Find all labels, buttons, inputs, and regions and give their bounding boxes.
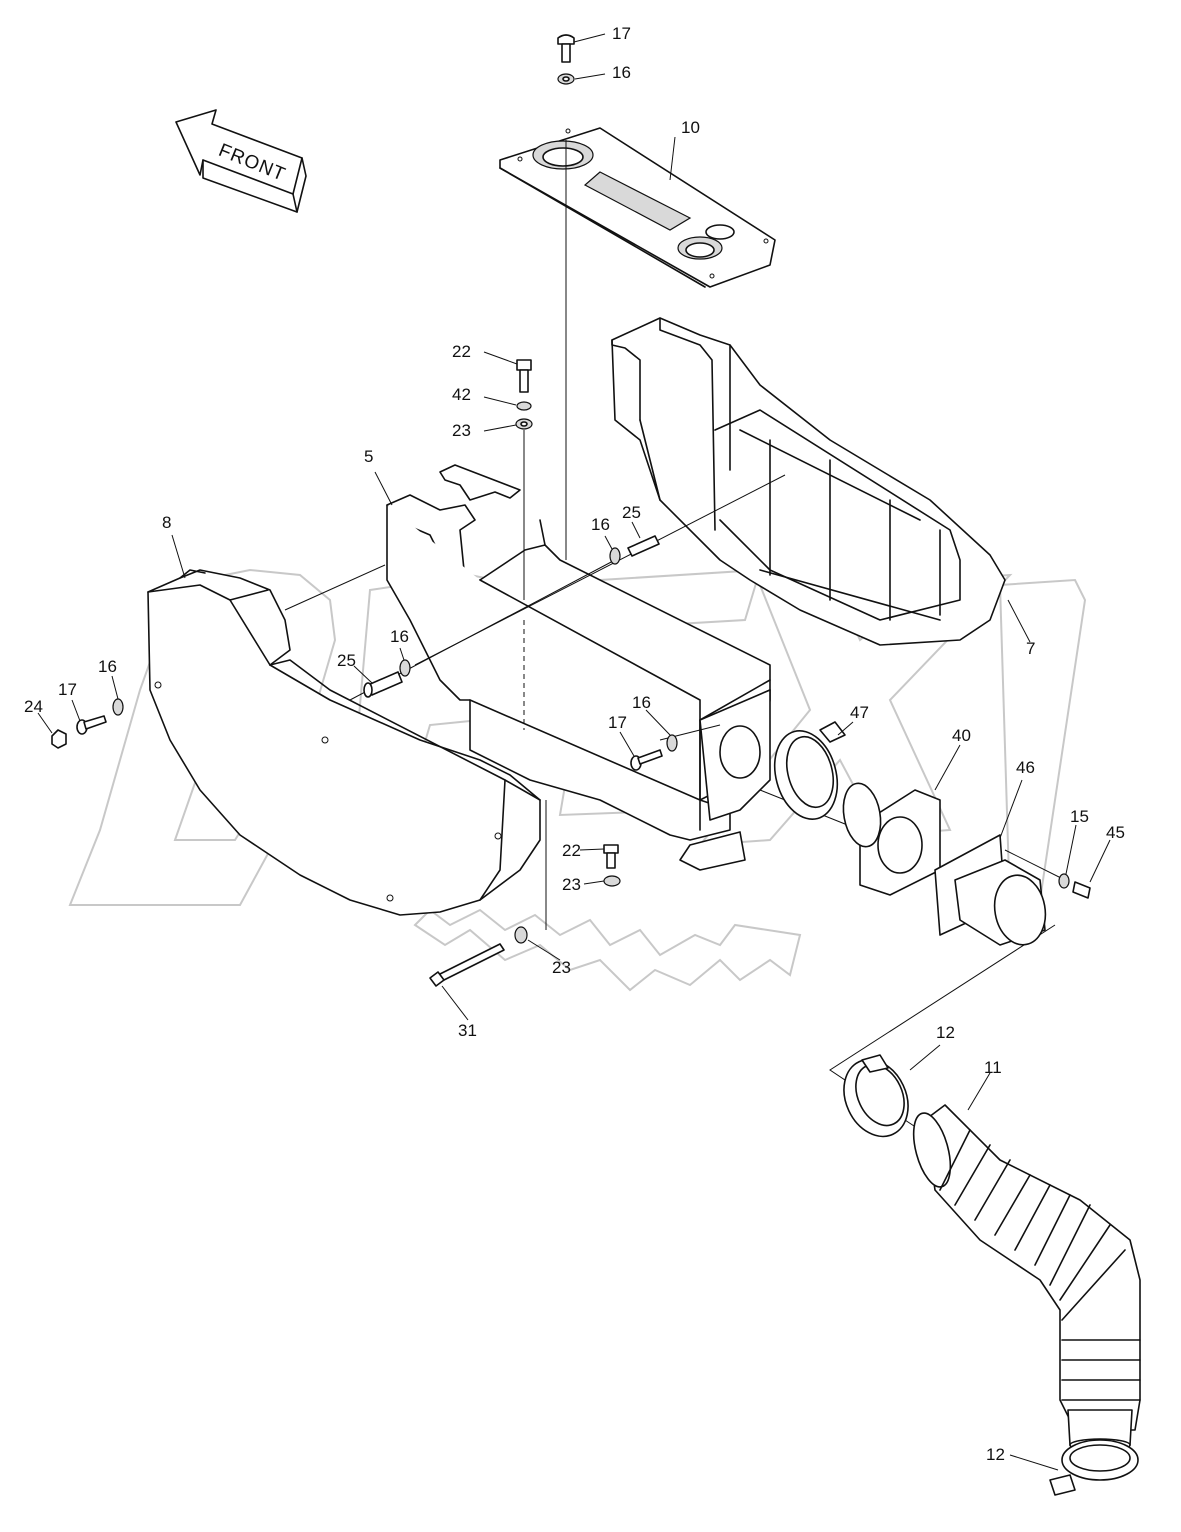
- callout-15: 15: [1070, 807, 1089, 826]
- part-46-outlet-cylinder: [934, 834, 1047, 946]
- part-5-bracket-and-box: [386, 464, 771, 871]
- callout-25: 25: [622, 503, 641, 522]
- callout-42: 42: [452, 385, 471, 404]
- callout-labels: 17 16 10 22 42 23 5 16 25 8 16 25 17 16 …: [24, 24, 1125, 1464]
- callout-12: 12: [986, 1445, 1005, 1464]
- part-40-flange-adapter: [842, 782, 941, 896]
- callout-25: 25: [337, 651, 356, 670]
- part-10-top-plate: [499, 127, 776, 288]
- callout-46: 46: [1016, 758, 1035, 777]
- part-11-flexible-hose: [912, 1104, 1141, 1452]
- callout-45: 45: [1106, 823, 1125, 842]
- front-direction-arrow: FRONT: [175, 109, 307, 213]
- callout-16: 16: [612, 63, 631, 82]
- callout-47: 47: [850, 703, 869, 722]
- callout-10: 10: [681, 118, 700, 137]
- part-12-lower-clamp: [1049, 1439, 1139, 1496]
- part-8-side-cover: [147, 569, 541, 916]
- callout-12: 12: [936, 1023, 955, 1042]
- callout-16: 16: [632, 693, 651, 712]
- part-47-hose-clamp: [773, 721, 846, 820]
- callout-31: 31: [458, 1021, 477, 1040]
- callout-22: 22: [452, 342, 471, 361]
- callout-23: 23: [452, 421, 471, 440]
- callout-16: 16: [390, 627, 409, 646]
- callout-22: 22: [562, 841, 581, 860]
- callout-23: 23: [552, 958, 571, 977]
- callout-11: 11: [984, 1058, 1002, 1077]
- callout-17: 17: [58, 680, 77, 699]
- part-12-upper-clamp: [843, 1054, 909, 1138]
- callout-23: 23: [562, 875, 581, 894]
- callout-leaders: [37, 33, 1111, 1471]
- callout-16: 16: [98, 657, 117, 676]
- callout-16: 16: [591, 515, 610, 534]
- callout-8: 8: [162, 513, 171, 532]
- part-7-duct-housing: [611, 317, 1006, 646]
- callout-7: 7: [1026, 639, 1035, 658]
- callout-24: 24: [24, 697, 43, 716]
- callout-17: 17: [608, 713, 627, 732]
- hardware: [51, 34, 1091, 987]
- callout-17: 17: [612, 24, 631, 43]
- callout-40: 40: [952, 726, 971, 745]
- callout-5: 5: [364, 447, 373, 466]
